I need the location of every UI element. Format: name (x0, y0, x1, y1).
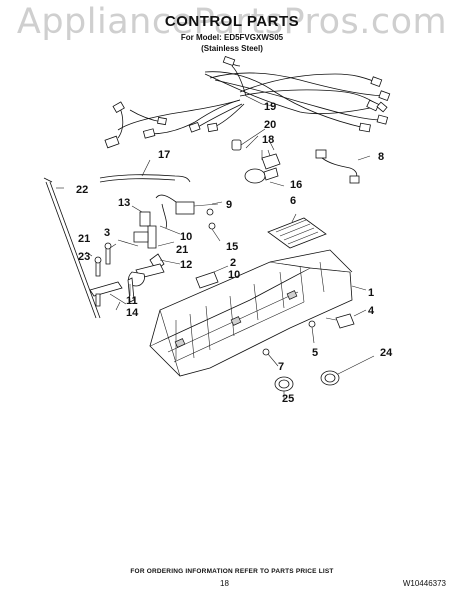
part-2-plate (195, 265, 229, 289)
thermostat-assembly (128, 205, 181, 287)
callout-11: 11 (126, 295, 138, 307)
part-6-control-board (267, 213, 327, 249)
part-4-clip (325, 309, 367, 329)
callout-21-left: 21 (78, 233, 90, 245)
part-14-bracket (89, 281, 127, 307)
model-number: ED5FVGXWS05 (223, 33, 284, 42)
model-line: For Model: ED5FVGXWS05 (0, 33, 464, 42)
model-prefix: For Model: (180, 33, 222, 42)
callout-10-upper: 10 (180, 231, 192, 243)
part-7-screw (262, 348, 279, 367)
callout-13: 13 (118, 197, 130, 209)
callout-6: 6 (290, 195, 296, 207)
part-24-knob (320, 355, 375, 386)
ordering-note: FOR ORDERING INFORMATION REFER TO PARTS … (130, 568, 334, 575)
callout-8: 8 (378, 151, 384, 163)
wire-harness (104, 55, 391, 149)
part-9-switch (155, 194, 219, 229)
part-20-clip (231, 128, 266, 151)
callout-14: 14 (126, 307, 139, 319)
callout-21-right: 21 (176, 244, 188, 256)
part-11-shaft (127, 277, 135, 303)
part-15-screw (208, 222, 221, 242)
page-title: CONTROL PARTS (164, 13, 300, 30)
part-18-lamp-socket (261, 149, 281, 170)
part-25-knob (274, 376, 294, 399)
callout-12: 12 (180, 259, 192, 271)
callout-22: 22 (76, 184, 88, 196)
callout-16: 16 (290, 179, 302, 191)
part-22-rod (43, 177, 101, 319)
callout-17: 17 (158, 149, 170, 161)
callout-1: 1 (368, 287, 374, 299)
callout-4: 4 (368, 305, 375, 317)
callout-5: 5 (312, 347, 318, 359)
callout-10-lower: 10 (228, 269, 240, 281)
callout-19: 19 (264, 101, 276, 113)
callout-7: 7 (278, 361, 284, 373)
callout-18: 18 (262, 134, 274, 146)
part-17-tube (99, 159, 191, 183)
document-number: W10446373 (402, 579, 446, 588)
callout-25: 25 (282, 393, 294, 405)
callout-15: 15 (226, 241, 238, 253)
part-16-lamp-bulb (244, 167, 285, 187)
part-5-screw (308, 320, 316, 344)
part-23-screw (94, 256, 102, 277)
part-8-wire-jumper (315, 149, 371, 184)
watermark: AppliancePartsPros.com (16, 2, 448, 42)
callout-labels: 19 20 18 8 16 17 6 22 13 9 10 3 21 21 15… (76, 101, 393, 405)
callout-23: 23 (78, 251, 90, 263)
callout-9: 9 (226, 199, 232, 211)
callout-20: 20 (264, 119, 276, 131)
finish-label: (Stainless Steel) (201, 44, 263, 53)
leader-lines (85, 103, 275, 311)
callout-2: 2 (230, 257, 236, 269)
callout-3: 3 (104, 227, 110, 239)
part-3-screw (104, 242, 117, 265)
page-number: 18 (220, 579, 229, 588)
part-1-control-housing (149, 249, 367, 377)
callout-24: 24 (380, 347, 393, 359)
